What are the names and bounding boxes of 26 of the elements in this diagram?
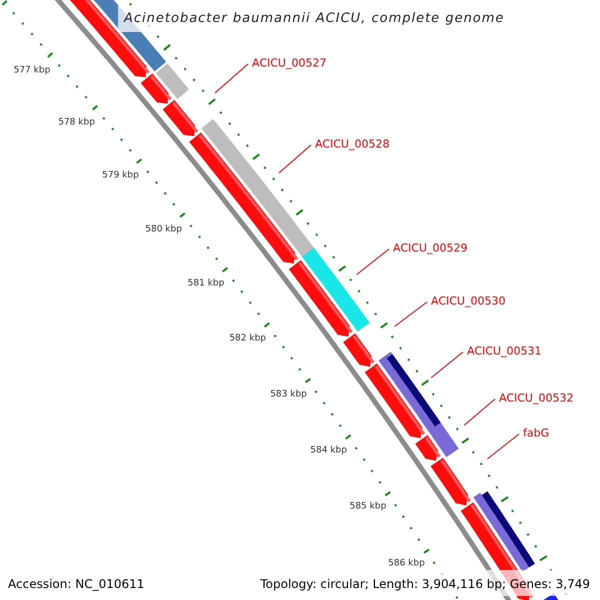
gene-label: ACICU_00528 [315, 138, 390, 150]
leader-line [214, 64, 248, 94]
gene-label: ACICU_00529 [393, 242, 468, 254]
scale-label: 579 kbp [102, 172, 139, 181]
footer-text: Topology: circular; Length: 3,904,116 bp; Genes: 3,749 [260, 578, 590, 590]
leader-line [486, 434, 520, 460]
gene-label: ACICU_00527 [252, 58, 326, 68]
scale-label: 582 kbp [229, 334, 266, 344]
scale-label: 581 kbp [188, 280, 224, 289]
leader-line [394, 302, 428, 327]
scale-label: 584 kbp [310, 446, 347, 456]
leader-line [278, 144, 312, 174]
footer-text: Accession: NC_010611 [8, 578, 144, 590]
scale-label: 580 kbp [145, 226, 182, 234]
gene-label: ACICU_00531 [467, 346, 542, 356]
scale-label: 583 kbp [270, 390, 307, 400]
scale-label: 578 kbp [58, 118, 95, 128]
gene-label: ACICU_00532 [499, 392, 574, 404]
leader-line [464, 398, 496, 426]
scale-label: 585 kbp [350, 502, 386, 512]
leader-line [356, 248, 390, 276]
leader-line [430, 352, 464, 378]
gene-label: fabG [523, 428, 550, 438]
scale-label: 586 kbp [388, 560, 425, 569]
gene-label: ACICU_00530 [431, 296, 506, 306]
scale-label: 577 kbp [14, 66, 50, 76]
